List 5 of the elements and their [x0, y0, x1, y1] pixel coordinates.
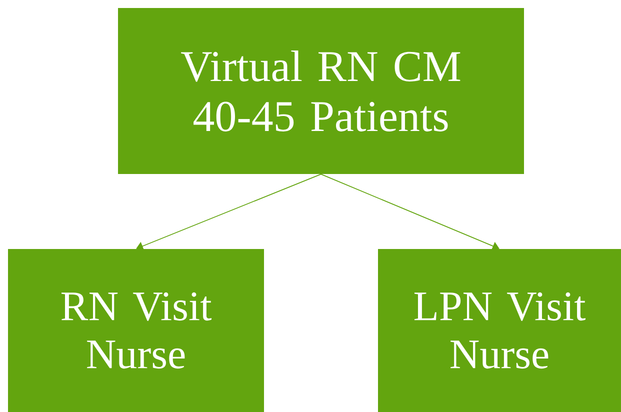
process-box: RN Visit Nurse [8, 249, 264, 412]
process-box: Virtual RN CM 40-45 Patients [118, 8, 524, 174]
process-box: LPN Visit Nurse [378, 249, 621, 412]
arrow [320, 174, 500, 250]
arrow [136, 174, 322, 250]
